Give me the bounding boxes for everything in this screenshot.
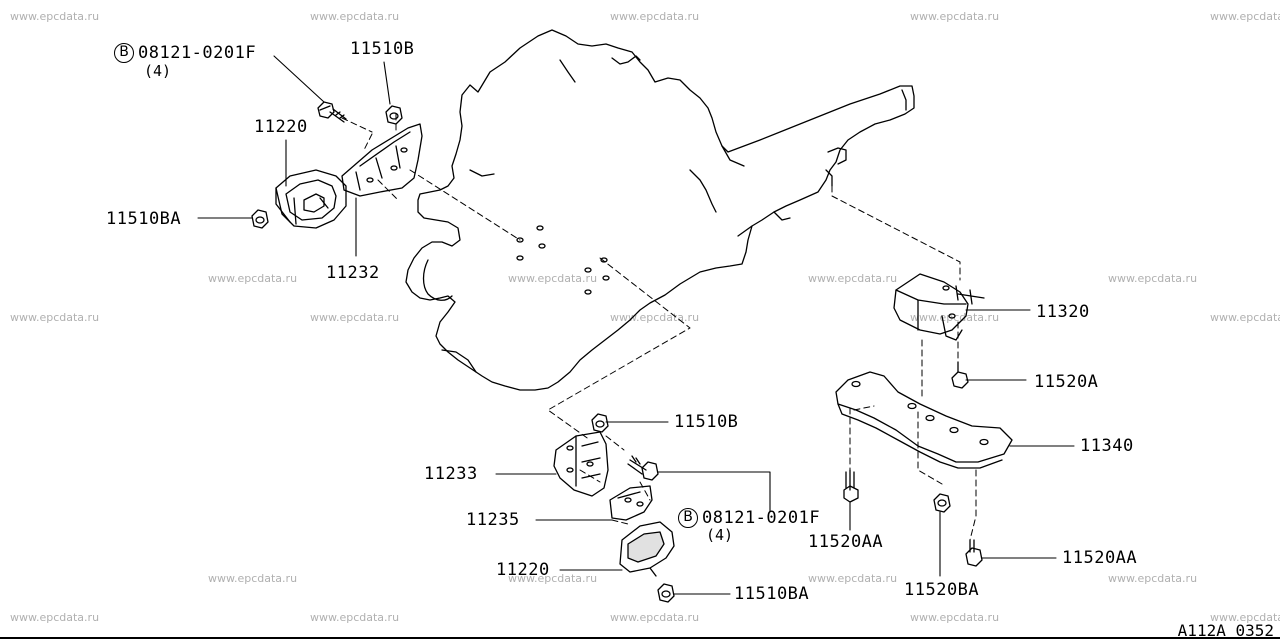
label-bolt-upper-qty: (4) xyxy=(144,62,172,80)
leader-lines-lower xyxy=(495,421,771,595)
bolt-marker-lower: B xyxy=(678,508,698,528)
bracket-lower xyxy=(553,431,609,497)
watermark: www.epcdata.ru xyxy=(10,311,100,324)
label-nut-front-left: 11510BA xyxy=(106,209,182,229)
label-bracket-front: 11232 xyxy=(326,263,380,283)
bolt-rear-ba xyxy=(933,493,951,513)
watermark: www.epcdata.ru xyxy=(1108,272,1198,285)
engine-mount-holes xyxy=(516,225,610,295)
label-nut-top: 11510B xyxy=(350,39,415,59)
engine-transmission-outline xyxy=(405,29,915,391)
label-bracket-lower: 11233 xyxy=(424,464,478,484)
bracket-lower-b xyxy=(609,485,653,521)
label-bolt-upper: 08121-0201F xyxy=(138,43,257,63)
watermark: www.epcdata.ru xyxy=(808,572,898,585)
nut-lower xyxy=(591,413,609,433)
bolt-rear-aa-right xyxy=(965,539,983,567)
label-member-rear: 11340 xyxy=(1080,436,1134,456)
watermark: www.epcdata.ru xyxy=(910,611,1000,624)
bolt-rear-a xyxy=(951,361,969,389)
watermark: www.epcdata.ru xyxy=(910,10,1000,23)
watermark: www.epcdata.ru xyxy=(310,311,400,324)
label-nut-lower: 11510B xyxy=(674,412,739,432)
watermark: www.epcdata.ru xyxy=(508,572,598,585)
nut-upper xyxy=(385,105,403,125)
insulator-lower xyxy=(619,521,675,577)
label-bolt-lower-qty: (4) xyxy=(706,526,734,544)
insulator-upper xyxy=(275,169,347,229)
label-nut-lower-ba: 11510BA xyxy=(734,584,810,604)
watermark: www.epcdata.ru xyxy=(610,311,700,324)
label-bolt-rear-a: 11520A xyxy=(1034,372,1099,392)
bracket-upper xyxy=(341,123,423,197)
leader-lines-right xyxy=(849,309,1075,577)
watermark: www.epcdata.ru xyxy=(1108,572,1198,585)
leader-lines-upper xyxy=(197,55,391,257)
watermark: www.epcdata.ru xyxy=(610,10,700,23)
rear-member xyxy=(835,371,1013,469)
watermark: www.epcdata.ru xyxy=(10,611,100,624)
label-bolt-rear-ba: 11520BA xyxy=(904,580,980,600)
nut-lower-ba xyxy=(657,583,675,603)
watermark: www.epcdata.ru xyxy=(10,10,100,23)
watermark: www.epcdata.ru xyxy=(1210,611,1280,624)
label-insulator-lower: 11220 xyxy=(496,560,550,580)
bottom-rule xyxy=(0,637,1280,639)
diagram-reference-code: A112A 0352 xyxy=(1177,621,1274,640)
nut-left xyxy=(251,209,269,229)
label-bolt-lower: 08121-0201F xyxy=(702,508,821,528)
watermark: www.epcdata.ru xyxy=(310,611,400,624)
bolt-upper xyxy=(317,101,347,123)
watermark: www.epcdata.ru xyxy=(808,272,898,285)
watermark: www.epcdata.ru xyxy=(310,10,400,23)
watermark: www.epcdata.ru xyxy=(1210,10,1280,23)
label-bracket-lower-b: 11235 xyxy=(466,510,520,530)
bolt-lower xyxy=(627,455,659,481)
label-bolt-rear-aa-left: 11520AA xyxy=(808,532,884,552)
label-insulator-front: 11220 xyxy=(254,117,308,137)
watermark: www.epcdata.ru xyxy=(208,272,298,285)
watermark: www.epcdata.ru xyxy=(1210,311,1280,324)
watermark: www.epcdata.ru xyxy=(610,611,700,624)
watermark: www.epcdata.ru xyxy=(508,272,598,285)
label-mount-rear: 11320 xyxy=(1036,302,1090,322)
label-bolt-rear-aa-right: 11520AA xyxy=(1062,548,1138,568)
bolt-marker-upper: B xyxy=(114,43,134,63)
watermark: www.epcdata.ru xyxy=(208,572,298,585)
rear-mount xyxy=(893,273,985,341)
bolt-rear-aa-left xyxy=(843,469,859,503)
